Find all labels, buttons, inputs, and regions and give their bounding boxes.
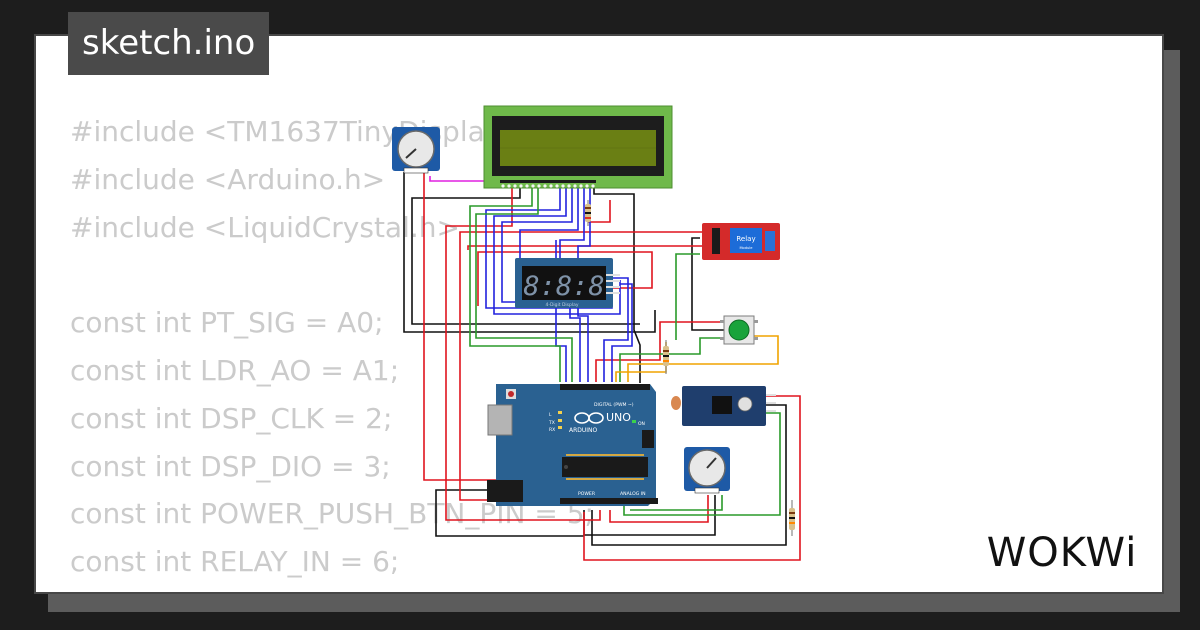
wire-red [583,395,801,561]
ldr-module[interactable] [671,386,776,426]
wire-black [403,172,656,333]
relay-label: Relay [736,235,755,243]
led-l-label: L [549,412,552,418]
led-tx-label: TX [548,420,555,426]
wire-blue [611,283,633,382]
wire-black [691,237,724,331]
knob-indicator [405,148,417,159]
icsp-header [642,430,654,448]
lcd-pins [501,184,595,188]
code-line: const int DSP_CLK = 2; [70,401,393,435]
code-line: const int RELAY_IN = 6; [70,545,400,579]
code-line: const int PT_SIG = A0; [70,306,384,340]
arduino-uno[interactable]: UNO ARDUINO DIGITAL (PWM ~) POWER ANALOG… [487,384,658,506]
microcontroller-chip [562,457,648,477]
code-line: const int LDR_AO = A1; [70,353,400,387]
file-title-tab[interactable]: sketch.ino [68,12,270,75]
wire-red [467,245,706,250]
code-line: const int POWER_PUSH_BTN_PIN = 5; [70,497,594,531]
resistor-top [585,200,591,226]
knob-indicator [706,457,717,469]
potentiometer-top[interactable] [392,127,440,174]
wire-green [675,253,700,340]
relay-sub-label: Module [739,246,753,250]
board-model: UNO [606,411,631,424]
relay-module[interactable]: Relay Module [702,223,780,260]
power-label: POWER [578,491,596,497]
led-on-label: ON [638,421,645,427]
wire-black [593,188,641,383]
wire-black [411,188,640,325]
wire-blue [603,277,629,382]
resistor-mid [663,340,669,374]
wire-red [477,251,653,306]
resistor-bottom [789,500,795,536]
trim-pot-icon [737,396,753,412]
digital-label: DIGITAL (PWM ~) [594,402,634,408]
wire-green [469,188,561,382]
chip-pins [566,454,644,480]
board-brand: ARDUINO [569,427,598,434]
code-line: #include <Arduino.h> [70,162,386,196]
wire-red [588,200,611,223]
power-jack [487,480,523,502]
lcd-display[interactable] [483,105,673,189]
wokwi-logo: WOKWi [987,530,1138,576]
seven-segment-label: 4-Digit Display [545,302,578,308]
wire-red [609,495,709,523]
push-button[interactable] [720,315,758,345]
reset-button[interactable] [508,391,514,397]
analog-label: ANALOG IN [620,491,646,497]
seven-segment-digits: 8:8:8 [523,271,604,302]
wire-red [595,321,724,382]
lcd-pin-header [500,180,596,183]
wire-green [475,188,573,382]
wire-green [623,412,781,516]
wire-black [591,404,787,546]
wire-orange [627,335,779,382]
seven-segment-pins [606,274,620,294]
photoresistor [671,396,681,410]
usb-port [487,404,513,436]
wire-green [630,495,723,511]
wire-orange [615,342,667,382]
seven-segment-display[interactable]: 8:8:8 4-Digit Display [515,258,620,308]
digital-header [560,384,650,390]
potentiometer-bottom[interactable] [684,447,730,494]
power-analog-header [560,498,658,504]
code-line: const int DSP_DIO = 3; [70,449,391,483]
wire-black [435,489,584,537]
wire-green [619,337,724,382]
wire-blue [493,188,621,315]
code-line: #include <LiquidCrystal.h> [70,210,460,244]
wire-red [445,188,601,521]
logo-text: WOKWi [987,530,1138,576]
led-rx-label: RX [549,427,555,433]
